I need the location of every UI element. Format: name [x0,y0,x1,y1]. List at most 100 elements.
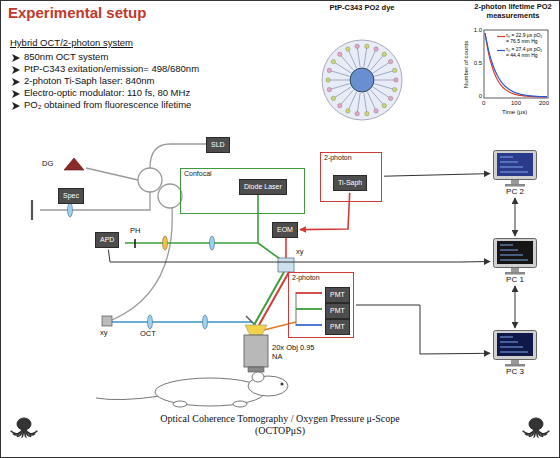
legend-text: τ₀ = 22.9 μs pO₂ = 76.5 mm Hg [506,32,542,44]
tick-label: 1.0 [470,27,482,34]
glycol-end [346,47,350,51]
computer: PC 3 [492,330,538,376]
screen-trace [500,342,518,343]
dendrimer-arm [329,70,349,76]
glycol-end [326,78,330,82]
axis-title: Number of counts [463,34,470,94]
bullet-arrow [12,90,20,98]
pinhole [134,239,136,248]
confocal-beam [258,243,280,259]
glycol-end [327,87,331,91]
monitor-screen [497,333,533,356]
dendrimer-arm [328,80,349,81]
monitor-screen [497,241,533,264]
computer-label: PC 1 [492,275,538,284]
decay-curve [485,33,547,97]
glycol-end [388,96,392,100]
screen-trace [500,352,528,353]
dendrimer-arm [329,84,349,90]
mouse-eye [281,383,284,386]
octopus-leg [17,428,24,436]
screen-trace [500,162,518,163]
octopus-leg [536,428,549,434]
bullet-text: 2-photon Ti-Saph laser: 840nm [24,76,154,87]
glycol-end [394,78,398,82]
component-label: Spec [63,192,79,200]
emission-beam [296,308,322,310]
combined-beam [259,272,289,325]
component-box: APD [95,232,119,248]
computer: PC 1 [492,238,538,284]
bullet-arrow [12,102,20,110]
glycol-end [374,109,378,113]
tick-label: 0 [482,100,485,107]
part-label: xy [296,248,304,257]
part-label: DG [42,160,53,169]
dendrimer-arm [373,62,391,73]
dendrimer-arm [333,62,351,73]
xy-scanner [102,316,112,326]
figure-heading: 2-photon lifetime PO2 measurements [470,3,556,20]
part-label: PH [130,227,140,236]
beam-cone [245,325,267,335]
decay-curves [485,33,547,97]
glycol-end [392,87,396,91]
bullet-arrow [12,54,20,62]
component-label: EOM [277,226,293,234]
part-label: OCT [140,330,156,339]
glycol-end [374,47,378,51]
dendrimer-arm [340,90,354,106]
connector [515,198,516,236]
glycol-end [392,68,396,72]
slide-title: Experimental setup [8,4,146,21]
glycol-end [355,44,359,48]
monitor-icon [493,150,537,187]
part-label: 20x Obj 0.95 NA [272,344,318,361]
dendrimer-arm [357,46,360,67]
octopus-icon [11,418,38,437]
dendrimer-arm [373,87,391,98]
component-label: PMT [330,291,345,299]
emission-beam [264,322,296,330]
component-box: Spec [58,188,84,204]
section-heading: Hybrid OCT/2-photon system [10,38,133,49]
glycol-end [346,109,350,113]
dendrimer-arm [371,54,385,70]
bullet-text: PO₂ obtained from fluorescence lifetime [24,100,191,111]
computer-label: PC 2 [492,187,538,196]
screen-trace [500,255,523,256]
reference-mirror [31,200,33,220]
component-box: PMT [325,319,350,335]
monitor-body [494,331,537,360]
dendrimer-arm [374,84,394,90]
monitor-stand [511,268,519,272]
connector [384,174,490,177]
dendrimer-arm [375,80,396,81]
monitor-icon [493,238,537,275]
figure-heading: PtP-C343 PO2 dye [326,4,398,13]
plot-frame [484,30,548,98]
monitor-body [494,239,537,268]
legend-sample [497,50,505,51]
excitation-beam [285,237,287,258]
dye-dendrimer [326,44,398,116]
component-label: Diode Laser [244,183,282,191]
region-label: 2-photon [292,274,320,281]
screen-trace [500,157,513,158]
fibers [40,144,206,320]
dye-core [350,68,374,92]
component-box: PMT [325,287,350,303]
component-box: Ti-Saph [333,175,367,191]
glycol-end [331,96,335,100]
monitor-stand [511,360,519,364]
lens [68,203,73,217]
region-label: 2-photon [324,154,352,161]
glycol-end [365,44,369,48]
xy-scanner [278,258,294,272]
glycol-end [382,103,386,107]
glycol-end [331,59,335,63]
lens [148,315,153,329]
screen-trace [500,337,513,338]
legend-text: τ₀ = 27.4 μs pO₂ = 44.4 mm Hg [506,46,542,58]
